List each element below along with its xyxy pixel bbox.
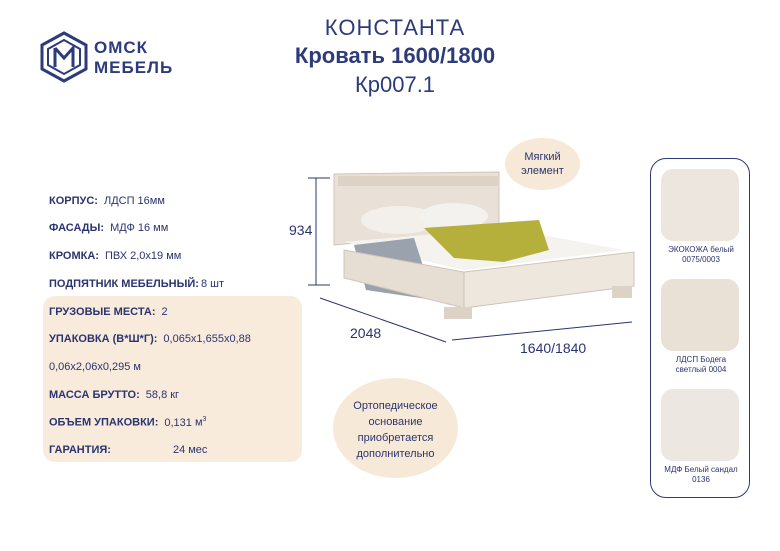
callout-line1: Мягкий [524, 151, 561, 163]
swatch-ldsp [661, 279, 739, 351]
spec-value: ПВХ 2,0х19 мм [104, 250, 182, 262]
spec-label: КРОМКА: [49, 250, 99, 262]
packing-panel [43, 296, 302, 462]
spec-row-feet: ПОДПЯТНИК МЕБЕЛЬНЫЙ:8 шт [49, 278, 224, 290]
spec-label: ФАСАДЫ: [49, 222, 105, 234]
pack-size-value: 0,065х1,655х0,88 [163, 333, 251, 345]
swatch-code: 0136 [692, 475, 710, 484]
spec-value: ЛДСП 16мм [103, 195, 165, 207]
spec-label: КОРПУС: [49, 195, 98, 207]
dim-width: 1640/1840 [520, 340, 587, 356]
pack-size-row-2: 0,06х2,06х0,295 м [49, 361, 141, 373]
dim-height: 934 [289, 222, 313, 238]
spec-label: ПОДПЯТНИК МЕБЕЛЬНЫЙ: [49, 278, 199, 290]
swatch-name: ЛДСП Бодега [675, 355, 727, 364]
spec-value: 8 шт [200, 278, 225, 290]
bed-illustration [308, 171, 635, 343]
brand-line2: МЕБЕЛЬ [94, 58, 174, 77]
swatch-name: МДФ Белый сандал [664, 465, 738, 474]
pack-warranty-label: ГАРАНТИЯ: [49, 444, 111, 456]
pack-volume-label: ОБЪЕМ УПАКОВКИ: [49, 416, 159, 429]
swatch-label-mdf: МДФ Белый сандал 0136 [651, 465, 751, 485]
swatch-name: ЭКОКОЖА белый [668, 245, 734, 254]
swatch-mdf [661, 389, 739, 461]
swatch-label-ecoleather: ЭКОКОЖА белый 0075/0003 [651, 245, 751, 265]
pack-volume-row: ОБЪЕМ УПАКОВКИ: 0,131 м3 [49, 416, 206, 429]
dim-length: 2048 [350, 325, 382, 341]
orthopedic-note: Ортопедическое основание приобретается д… [333, 378, 458, 478]
pack-volume-value: 0,131 [164, 416, 192, 429]
callout-line2: элемент [521, 165, 564, 177]
swatch-label-ldsp: ЛДСП Бодега светлый 0004 [651, 355, 751, 375]
note-line2: основание [368, 416, 423, 428]
note-line1: Ортопедическое [353, 400, 438, 412]
note-line3: приобретается [357, 432, 434, 444]
pack-mass-value: 58,8 кг [145, 389, 180, 401]
spec-value: МДФ 16 мм [110, 222, 169, 234]
pack-warranty-row: ГАРАНТИЯ: 24 мес [49, 444, 207, 456]
pack-mass-row: МАССА БРУТТО: 58,8 кг [49, 389, 179, 401]
brand-logo: ОМСК МЕБЕЛЬ [40, 31, 180, 87]
pack-size-row: УПАКОВКА (В*Ш*Г): 0,065х1,655х0,88 [49, 333, 251, 345]
logo-mark-icon [40, 31, 88, 83]
swatch-code: светлый 0004 [675, 365, 727, 374]
pack-volume-sup: 3 [202, 416, 207, 423]
pack-mass-label: МАССА БРУТТО: [49, 389, 140, 401]
product-code: Кр007.1 [354, 72, 436, 97]
collection-title: КОНСТАНТА [324, 15, 466, 40]
swatch-code: 0075/0003 [682, 255, 720, 264]
soft-element-callout: Мягкий элемент [505, 138, 580, 190]
brand-name: ОМСК МЕБЕЛЬ [94, 38, 173, 78]
spec-row-body: КОРПУС: ЛДСП 16мм [49, 195, 165, 207]
pack-warranty-value: 24 мес [172, 444, 208, 456]
spec-row-facades: ФАСАДЫ: МДФ 16 мм [49, 222, 168, 234]
pack-places-row: ГРУЗОВЫЕ МЕСТА: 2 [49, 306, 168, 318]
pack-places-value: 2 [161, 306, 168, 318]
pack-volume-unit: м [194, 416, 203, 429]
swatch-panel: ЭКОКОЖА белый 0075/0003 ЛДСП Бодега свет… [650, 158, 750, 498]
swatch-ecoleather [661, 169, 739, 241]
spec-row-edge: КРОМКА: ПВХ 2,0х19 мм [49, 250, 181, 262]
pack-places-label: ГРУЗОВЫЕ МЕСТА: [49, 306, 156, 318]
note-line4: дополнительно [356, 448, 435, 460]
pack-size-label: УПАКОВКА (В*Ш*Г): [49, 333, 158, 345]
brand-line1: ОМСК [94, 38, 149, 57]
product-title: Кровать 1600/1800 [294, 43, 496, 68]
